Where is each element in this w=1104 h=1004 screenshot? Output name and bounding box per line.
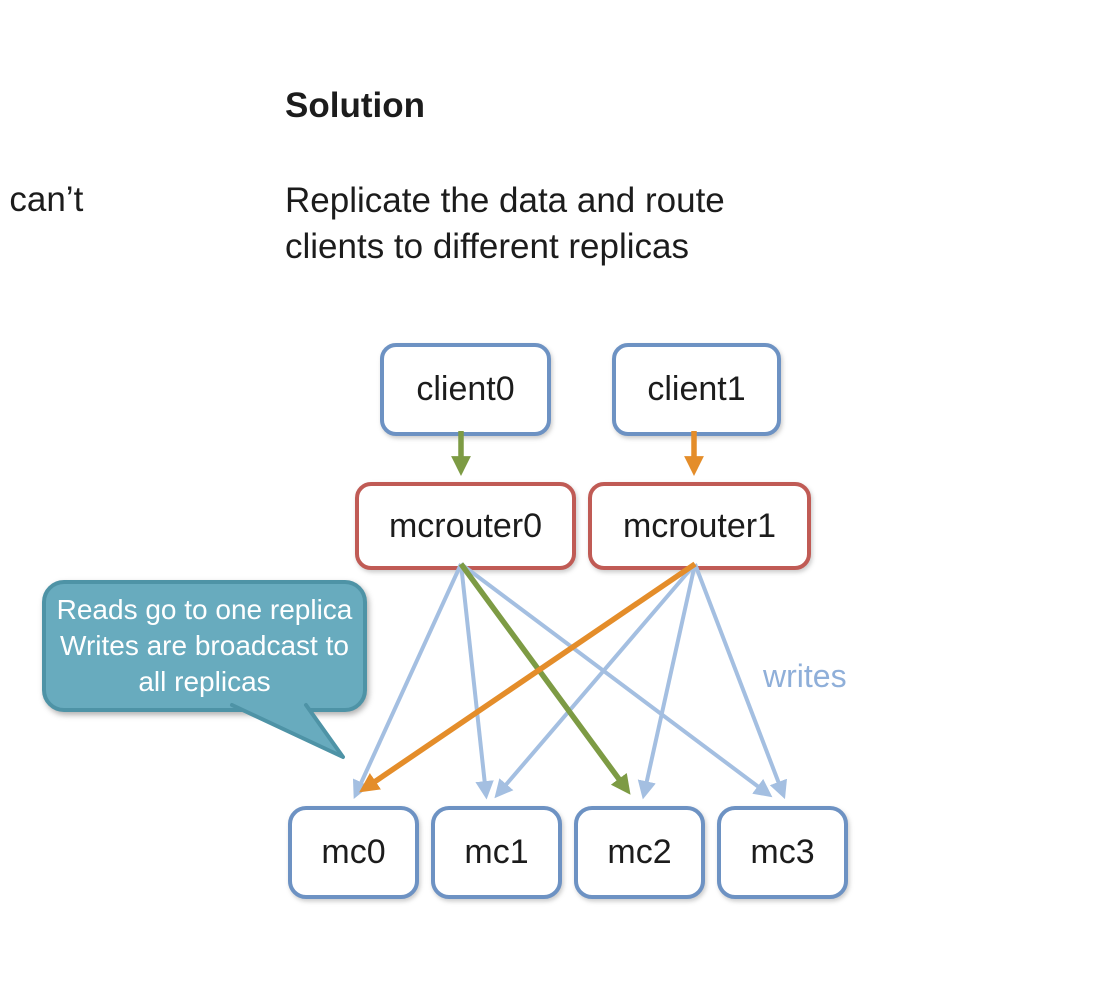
node-mc1-label: mc1 (464, 833, 529, 871)
node-mc1: mc1 (431, 806, 562, 899)
left-edge-cropped-text: r can’t (0, 180, 84, 219)
solution-description: Replicate the data and route clients to … (285, 178, 725, 270)
node-client0: client0 (380, 343, 551, 436)
node-client1: client1 (612, 343, 781, 436)
callout-tail-shape (230, 703, 345, 759)
node-mc3-label: mc3 (750, 833, 815, 871)
node-mcrouter0-label: mcrouter0 (388, 506, 543, 545)
write-arrow-mcrouter0-mc3 (459, 562, 773, 798)
callout-line-1: Reads go to one replica (56, 594, 353, 625)
read-arrow-mcrouter1-mc0 (359, 561, 697, 793)
read-arrow-mcrouter0-mc2 (458, 562, 631, 795)
write-arrow-mcrouter0-mc0 (352, 563, 463, 800)
description-line-1: Replicate the data and route (285, 181, 725, 220)
node-mc2: mc2 (574, 806, 705, 899)
write-arrow-mcrouter1-mc2 (637, 563, 697, 800)
node-mc3: mc3 (717, 806, 848, 899)
writes-label: writes (763, 658, 847, 694)
node-mcrouter0: mcrouter0 (355, 482, 576, 570)
node-mc2-label: mc2 (607, 833, 672, 871)
callout-line-3: all replicas (138, 666, 271, 697)
description-line-2: clients to different replicas (285, 227, 690, 266)
node-client0-label: client0 (416, 370, 515, 408)
node-mcrouter1-label: mcrouter1 (622, 506, 777, 545)
node-client1-label: client1 (647, 370, 746, 408)
write-arrow-mcrouter1-mc1 (494, 562, 697, 799)
write-arrows-group (352, 562, 787, 800)
callout-line-2: Writes are broadcast to (60, 630, 349, 661)
callout-bubble: Reads go to one replica Writes are broad… (42, 580, 367, 712)
node-mcrouter1: mcrouter1 (588, 482, 811, 570)
heading-solution: Solution (285, 86, 425, 125)
node-mc0-label: mc0 (321, 833, 386, 871)
node-mc0: mc0 (288, 806, 419, 899)
write-arrow-mcrouter0-mc1 (459, 563, 494, 800)
